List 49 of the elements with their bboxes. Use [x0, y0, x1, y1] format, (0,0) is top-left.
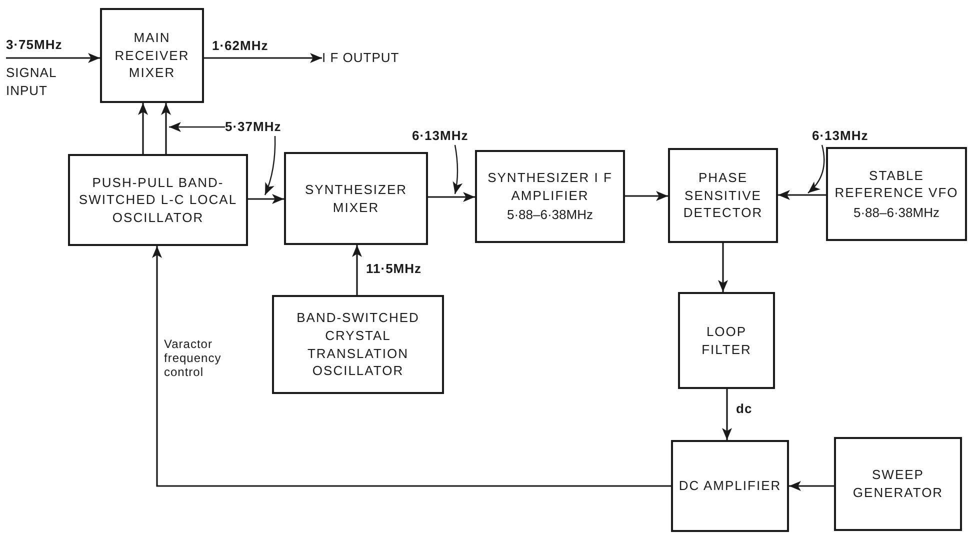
arrow	[428, 192, 475, 202]
process-box	[272, 295, 444, 394]
process-box	[678, 292, 775, 389]
arrow	[138, 103, 148, 154]
process-box	[826, 147, 967, 241]
leader-arrow	[808, 144, 825, 194]
edge-label: dc	[736, 402, 752, 417]
signal-label: SIGNAL INPUT	[6, 64, 86, 100]
box-label: LOOP FILTER	[700, 322, 752, 358]
box-label: BAND-SWITCHED CRYSTAL TRANSLATION OSCILLATOR	[296, 309, 420, 380]
process-box	[284, 152, 428, 245]
arrow	[204, 53, 322, 63]
box-label: PUSH-PULL BAND-SWITCHED L-C LOCAL OSCILLATOR	[78, 174, 238, 226]
arrow	[6, 53, 100, 63]
frequency-label: 6·13MHz	[812, 127, 868, 145]
box-label: SWEEP GENERATOR	[852, 466, 944, 502]
arrow	[248, 194, 284, 204]
leader-arrow	[264, 136, 276, 196]
arrow	[789, 481, 834, 491]
frequency-label: 6·13MHz	[412, 127, 468, 145]
leader-arrow	[452, 144, 462, 194]
box-label: SYNTHESIZER MIXER	[304, 180, 408, 216]
arrow	[722, 389, 732, 440]
leader-arrow	[169, 122, 225, 132]
edge-label: 1·62MHz	[212, 39, 268, 54]
frequency-label: 5·37MHz	[225, 118, 282, 136]
process-box	[671, 440, 789, 532]
process-box	[68, 154, 248, 246]
arrow	[718, 243, 728, 292]
process-box	[834, 437, 962, 531]
box-label: 5·88–6·38MHz	[507, 206, 593, 224]
box-label: STABLE REFERENCE VFO	[834, 166, 960, 202]
process-box	[100, 8, 204, 103]
edge-label: 11·5MHz	[366, 262, 422, 277]
arrow	[625, 191, 668, 201]
process-box	[475, 150, 625, 243]
box-label: 5·88–6·38MHz	[854, 204, 940, 222]
box-label: DC AMPLIFIER	[678, 477, 782, 495]
arrow	[152, 246, 671, 487]
box-label: SYNTHESIZER I F AMPLIFIER	[486, 169, 614, 204]
box-label: MAIN RECEIVER MIXER	[114, 29, 190, 82]
box-label: PHASE SENSITIVE DETECTOR	[682, 169, 764, 222]
arrow	[161, 103, 171, 154]
process-box	[668, 148, 778, 243]
arrow	[778, 190, 826, 200]
arrow	[352, 245, 362, 295]
edge-label: 3·75MHz	[6, 38, 62, 53]
output-label: I F OUTPUT	[322, 49, 400, 67]
edge-note: Varactor frequency control	[164, 338, 222, 380]
